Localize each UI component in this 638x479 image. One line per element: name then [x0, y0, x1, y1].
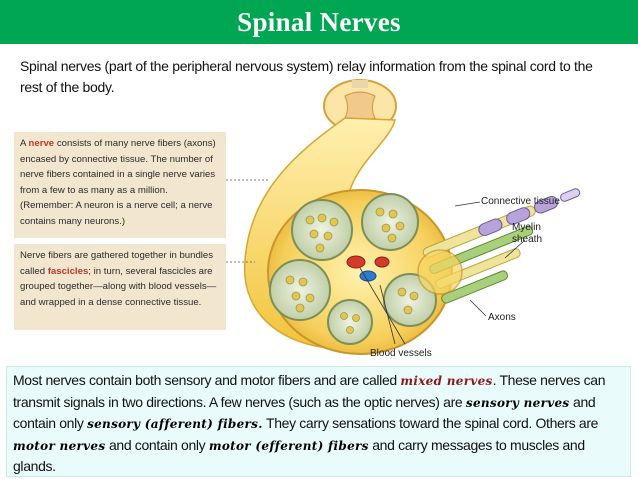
title-bar: Spinal Nerves — [0, 0, 638, 44]
fascicle-definition-box: Nerve fibers are gathered together in bu… — [14, 244, 226, 330]
axon-dots — [285, 207, 419, 334]
label-myelin-sheath: Myelin sheath — [512, 222, 543, 245]
intro-text: Spinal nerves (part of the peripheral ne… — [20, 58, 593, 95]
summary-t5: and contain only — [105, 436, 209, 453]
box2-prefix: Nerve fibers are gathered together in bu… — [20, 250, 214, 277]
box2-keyword: fascicles — [47, 265, 89, 277]
summary-mixed-nerves: mixed nerves — [400, 374, 493, 388]
summary-t3: and contain only — [13, 393, 596, 432]
box-connectors — [226, 179, 270, 263]
label-connective-tissue: Connective tissue — [481, 196, 560, 207]
summary-sensory-nerves: sensory nerves — [465, 395, 570, 410]
summary-box: Most nerves contain both sensory and mot… — [6, 366, 631, 477]
summary-t1: Most nerves contain both sensory and mot… — [13, 372, 401, 388]
blood-vessels-icon — [346, 255, 390, 282]
summary-motor-nerves: motor nerves — [13, 438, 106, 453]
leader-lines — [359, 201, 526, 345]
summary-t4: They carry sensations toward the spinal … — [262, 415, 599, 431]
box1-keyword: nerve — [28, 138, 55, 149]
box2-text: ; in turn, several fascicles are grouped… — [20, 265, 217, 308]
label-axons: Axons — [488, 312, 516, 323]
box1-text: consists of many nerve fibers (axons) en… — [20, 138, 216, 227]
summary-afferent-fibers: sensory (afferent) fibers. — [87, 417, 263, 431]
myelinated-axons — [417, 188, 581, 304]
summary-t2: . These nerves can transmit signals in t… — [13, 372, 606, 410]
page-title: Spinal Nerves — [237, 6, 401, 37]
summary-efferent-fibers: motor (efferent) fibers — [208, 438, 369, 453]
nerve-definition-box: A nerve consists of many nerve fibers (a… — [14, 132, 226, 238]
summary-t6: and carry messages to muscles and glands… — [13, 436, 585, 475]
label-blood-vessels: Blood vessels — [370, 348, 432, 359]
box1-prefix: A — [20, 138, 29, 149]
